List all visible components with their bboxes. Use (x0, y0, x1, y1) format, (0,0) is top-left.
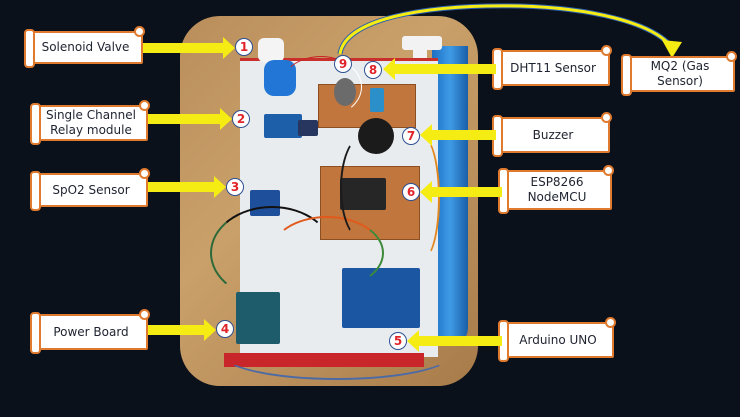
label-dht11-sensor: DHT11 Sensor (492, 45, 612, 90)
label-text: MQ2 (Gas (650, 59, 710, 73)
wire (340, 136, 384, 240)
label-text: ESP8266 (530, 175, 584, 189)
arrow-1 (143, 37, 235, 59)
arrow-8 (383, 58, 496, 80)
arrow-4 (148, 319, 216, 341)
marker-6: 6 (402, 183, 420, 201)
dht11-sensor-part (370, 88, 384, 112)
label-text: Solenoid Valve (41, 40, 130, 54)
marker-5: 5 (389, 332, 407, 350)
wire (280, 56, 362, 118)
label-text: Arduino UNO (519, 332, 597, 347)
label-text: Power Board (53, 324, 129, 339)
label-text: Sensor) (657, 74, 703, 88)
label-solenoid-valve: Solenoid Valve (24, 26, 145, 68)
relay-module-board (298, 120, 318, 136)
relay-module-part (264, 114, 302, 138)
marker-4: 4 (216, 320, 234, 338)
wire (220, 326, 454, 380)
arrowhead (662, 40, 682, 58)
label-text: Relay module (50, 123, 132, 137)
label-spo2-sensor: SpO2 Sensor (30, 168, 150, 211)
label-text: SpO2 Sensor (52, 182, 130, 197)
marker-9: 9 (334, 55, 352, 73)
label-power-board: Power Board (30, 309, 150, 354)
wire (270, 216, 384, 290)
marker-7: 7 (402, 127, 420, 145)
arrow-3 (148, 176, 226, 198)
wire (210, 206, 334, 300)
white-pipe (402, 36, 442, 50)
arrow-7 (420, 124, 496, 146)
marker-3: 3 (226, 178, 244, 196)
marker-1: 1 (235, 38, 253, 56)
arrow-6 (420, 181, 502, 203)
solenoid-valve-part (258, 38, 284, 62)
marker-8: 8 (364, 61, 382, 79)
wire (406, 136, 440, 260)
marker-2: 2 (232, 110, 250, 128)
label-arduino-uno: Arduino UNO (498, 317, 616, 362)
arrow-5 (407, 330, 502, 352)
label-text: DHT11 Sensor (510, 60, 596, 75)
label-buzzer: Buzzer (492, 112, 612, 157)
label-text: NodeMCU (527, 190, 587, 204)
label-text: Buzzer (532, 127, 574, 142)
arrow-2 (148, 108, 232, 130)
label-text: Single Channel (46, 108, 136, 122)
